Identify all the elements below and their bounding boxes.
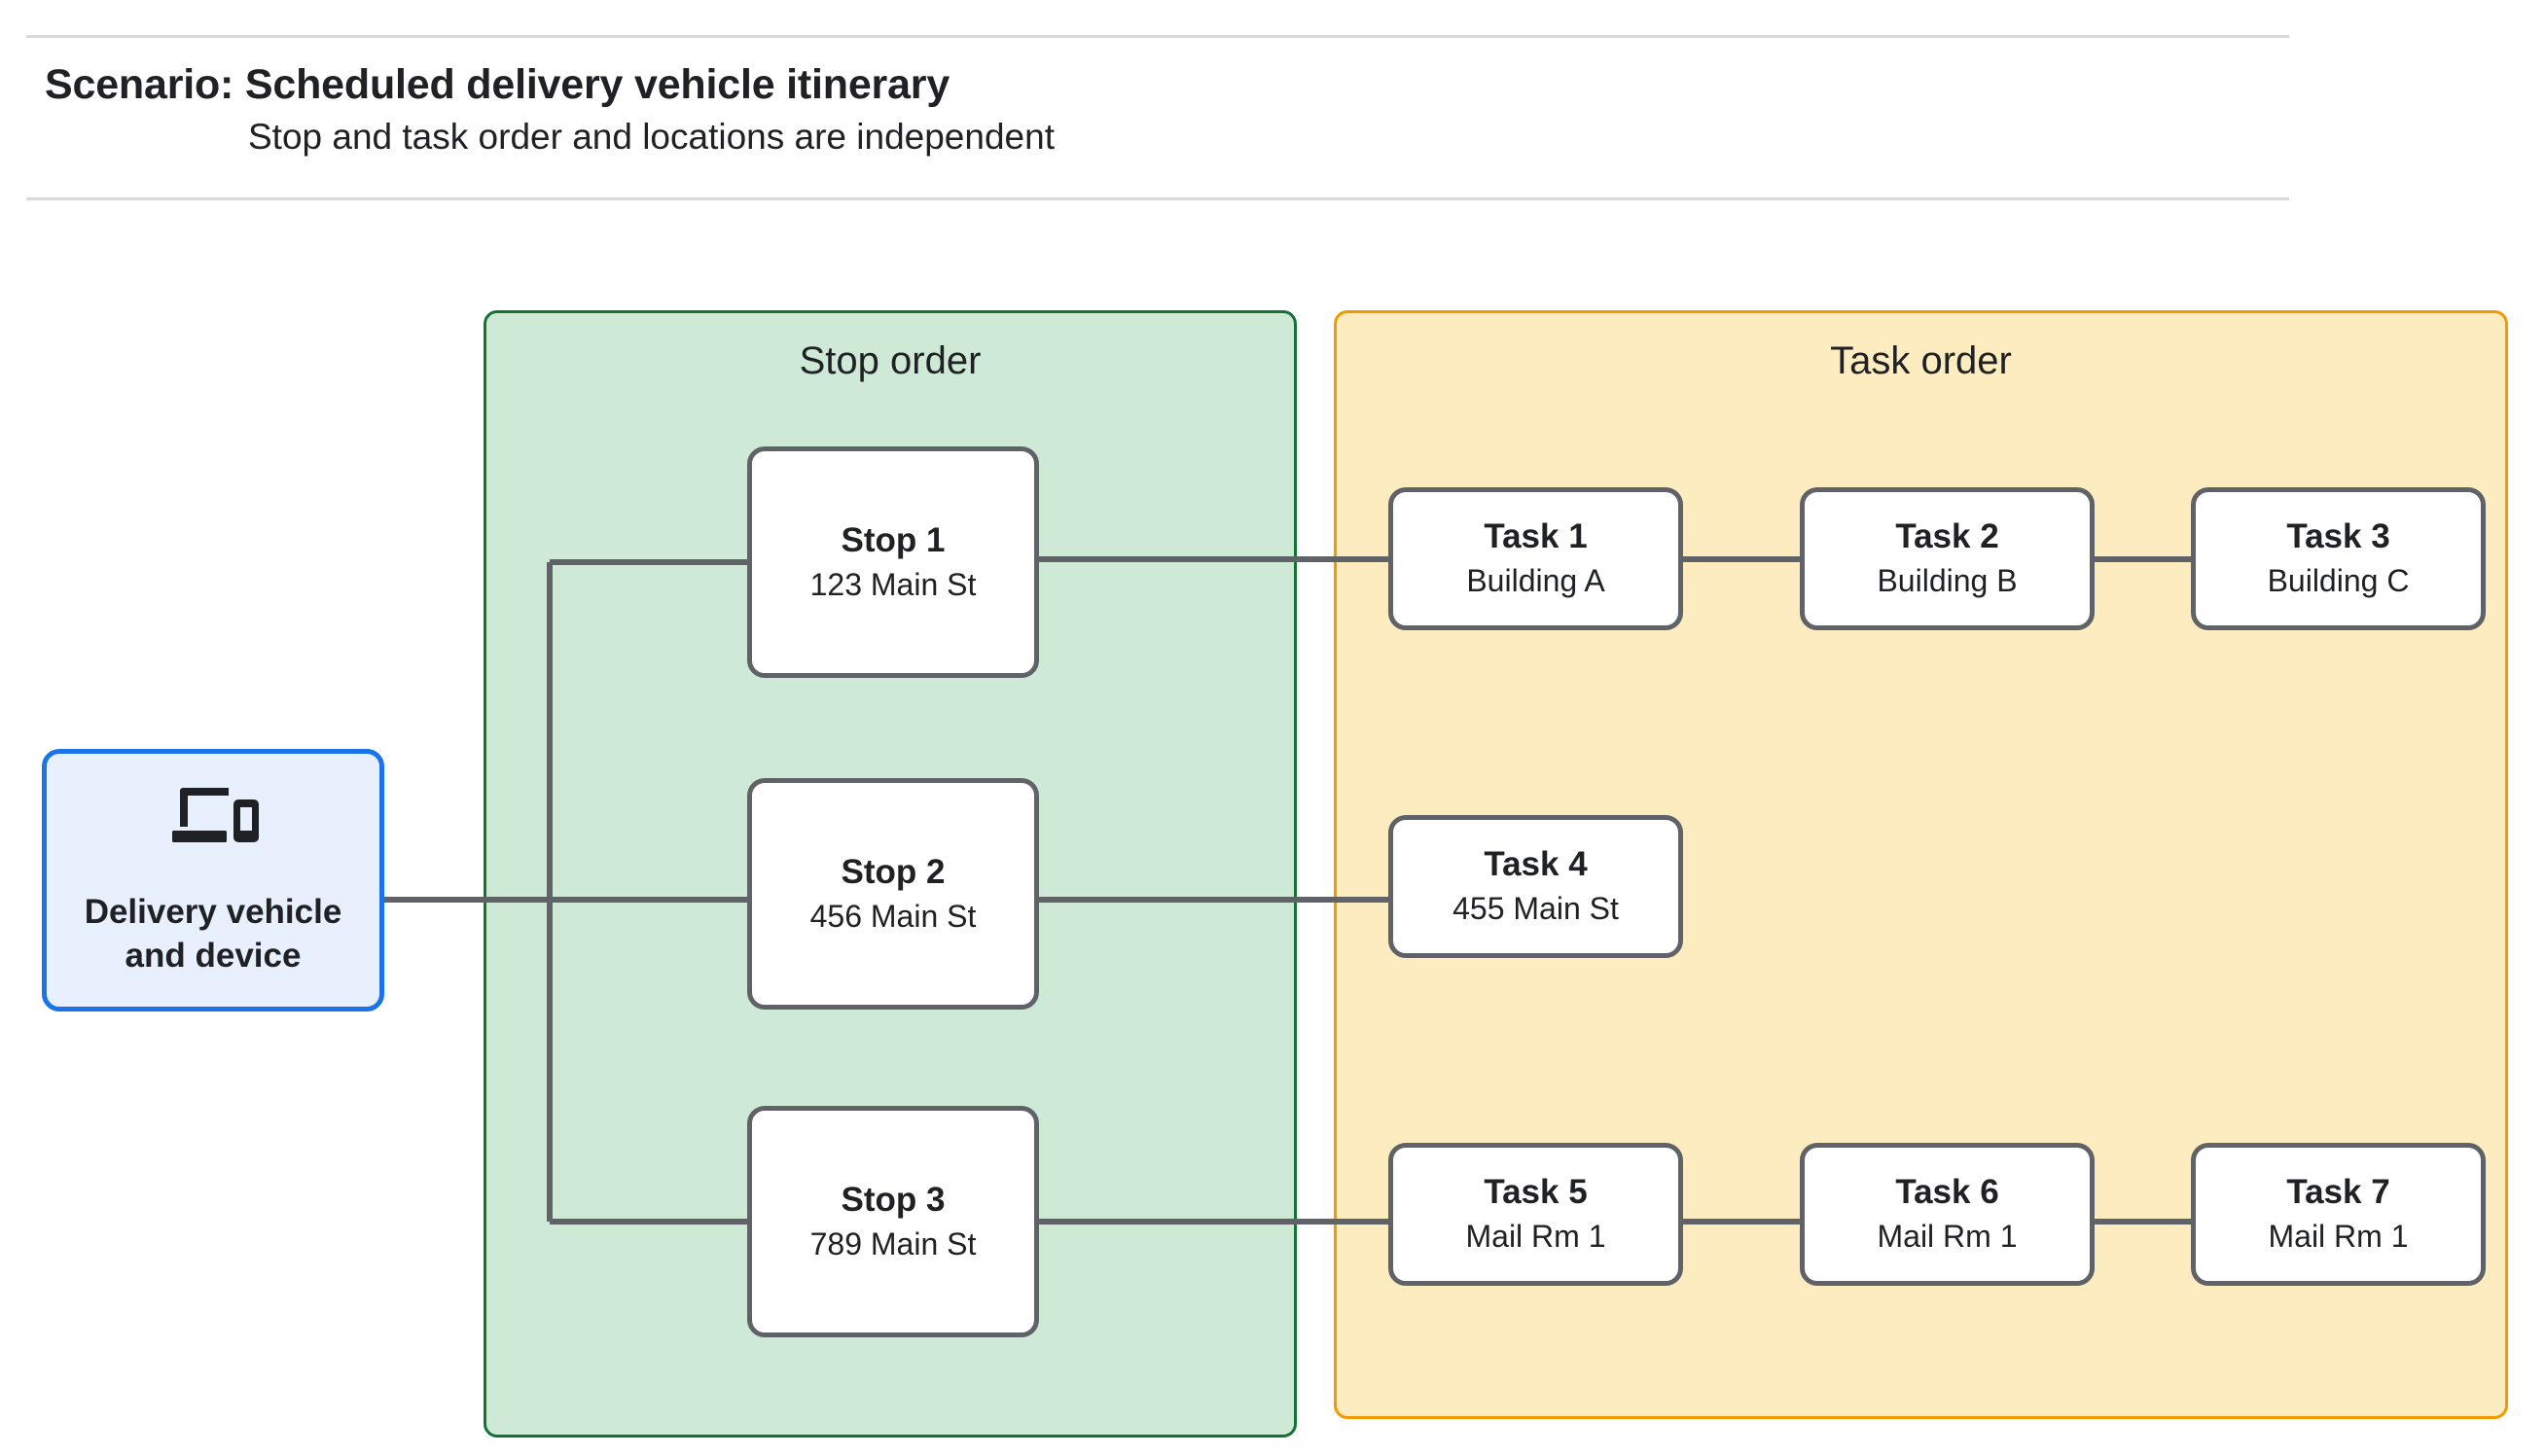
task-node-title: Task 6 xyxy=(1895,1173,1999,1212)
task-node-location: Building C xyxy=(2267,563,2410,599)
page-subtitle: Stop and task order and locations are in… xyxy=(248,117,1055,157)
task-node[interactable]: Task 3 Building C xyxy=(2191,487,2486,630)
task-node[interactable]: Task 2 Building B xyxy=(1800,487,2095,630)
task-node[interactable]: Task 1 Building A xyxy=(1388,487,1683,630)
delivery-vehicle-label: Delivery vehicle and device xyxy=(84,893,342,975)
task-node-location: Mail Rm 1 xyxy=(1465,1219,1606,1255)
delivery-vehicle-node[interactable]: Delivery vehicle and device xyxy=(42,749,384,1012)
stop-node-location: 123 Main St xyxy=(809,566,977,602)
task-node-title: Task 2 xyxy=(1895,517,1999,556)
task-node-title: Task 5 xyxy=(1484,1173,1588,1212)
header-divider-top xyxy=(26,35,2289,38)
task-node[interactable]: Task 7 Mail Rm 1 xyxy=(2191,1143,2486,1286)
header-divider-bottom xyxy=(26,197,2289,200)
page-title: Scenario: Scheduled delivery vehicle iti… xyxy=(45,61,950,108)
task-node-title: Task 1 xyxy=(1484,517,1588,556)
task-node[interactable]: Task 6 Mail Rm 1 xyxy=(1800,1143,2095,1286)
stop-node[interactable]: Stop 3 789 Main St xyxy=(747,1106,1039,1337)
task-node-title: Task 3 xyxy=(2286,517,2390,556)
task-node[interactable]: Task 5 Mail Rm 1 xyxy=(1388,1143,1683,1286)
task-order-title: Task order xyxy=(1830,339,2012,382)
stop-node-location: 456 Main St xyxy=(809,898,977,934)
task-node-location: 455 Main St xyxy=(1452,891,1619,927)
task-node[interactable]: Task 4 455 Main St xyxy=(1388,815,1683,958)
task-node-title: Task 4 xyxy=(1484,845,1588,884)
task-node-location: Building A xyxy=(1466,563,1605,599)
devices-icon xyxy=(172,788,259,843)
stop-node-title: Stop 1 xyxy=(841,520,946,559)
task-node-location: Building B xyxy=(1877,563,2018,599)
task-node-location: Mail Rm 1 xyxy=(1877,1219,2018,1255)
stop-node-title: Stop 3 xyxy=(841,1180,946,1219)
stop-node-location: 789 Main St xyxy=(809,1225,977,1261)
stop-node[interactable]: Stop 1 123 Main St xyxy=(747,446,1039,678)
task-node-title: Task 7 xyxy=(2286,1173,2390,1212)
stop-order-title: Stop order xyxy=(799,339,982,382)
stop-node-title: Stop 2 xyxy=(841,852,946,891)
task-node-location: Mail Rm 1 xyxy=(2268,1219,2409,1255)
stop-node[interactable]: Stop 2 456 Main St xyxy=(747,778,1039,1010)
